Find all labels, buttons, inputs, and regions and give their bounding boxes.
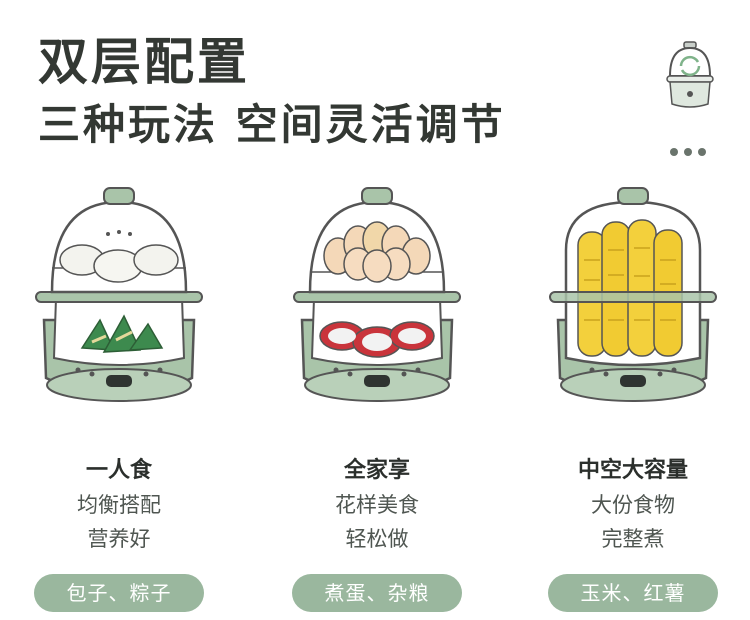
card-title: 中空大容量: [577, 458, 688, 483]
egg-cooker-rotate-icon: [666, 41, 714, 108]
more-dots-icon[interactable]: [670, 148, 706, 156]
card-desc-line1: 均衡搭配: [77, 493, 161, 517]
cooker-corn-illustration: [549, 187, 717, 402]
card-desc-line1: 大份食物: [591, 493, 675, 517]
card-large-capacity: 中空大容量 大份食物 完整煮 玉米、红薯: [520, 180, 740, 612]
card-tag-pill: 玉米、红薯: [548, 574, 718, 612]
card-desc-line2: 轻松做: [345, 527, 409, 551]
cooker-buns-zongzi-illustration: [35, 187, 203, 402]
card-title: 一人食: [85, 458, 152, 483]
card-family-meal: 全家享 花样美食 轻松做 煮蛋、杂粮: [264, 180, 484, 612]
cooker-eggs-grains-illustration: [293, 187, 461, 402]
card-title: 全家享: [343, 458, 410, 483]
card-single-meal: 一人食 均衡搭配 营养好 包子、粽子: [6, 180, 226, 612]
card-tag-pill: 煮蛋、杂粮: [292, 574, 462, 612]
headline-subtitle: 三种玩法 空间灵活调节: [38, 100, 506, 149]
card-desc-line2: 营养好: [87, 527, 151, 551]
card-desc-line1: 花样美食: [335, 493, 419, 517]
card-desc-line2: 完整煮: [601, 527, 665, 551]
card-tag-pill: 包子、粽子: [34, 574, 204, 612]
headline: 双层配置 三种玩法 空间灵活调节: [38, 30, 506, 156]
headline-title: 双层配置: [38, 33, 250, 91]
